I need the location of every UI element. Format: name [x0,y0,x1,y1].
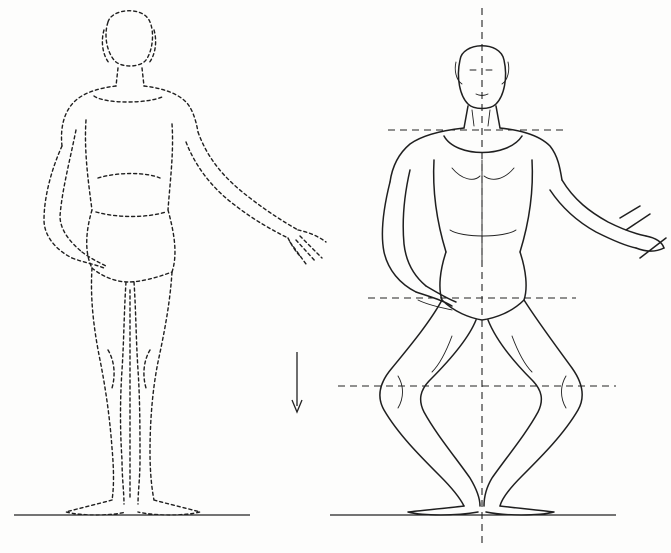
standing-figure [44,11,326,515]
alignment-guides [338,8,616,548]
plie-figure-right-arm [562,180,646,236]
standing-figure-left-arm [44,146,72,258]
standing-figure-right-leg [150,272,172,500]
standing-figure-left-leg [91,268,113,500]
plie-figure-shoulders [390,128,464,182]
plie-figure-head [458,46,505,109]
plie-figure-left-foot [408,506,478,515]
plie-figure-right-foot [486,506,554,515]
standing-figure-right-foot [138,500,200,515]
standing-figure-head [106,11,153,66]
standing-figure-left-foot [66,500,126,515]
plie-figure-left-leg [380,300,464,506]
standing-figure-torso [62,86,117,146]
plie-figure [380,46,666,515]
plie-figure-pelvis [442,300,524,320]
down-arrow-icon [292,352,302,412]
standing-figure-pelvis [92,268,172,282]
plie-figure-left-arm [382,182,416,292]
